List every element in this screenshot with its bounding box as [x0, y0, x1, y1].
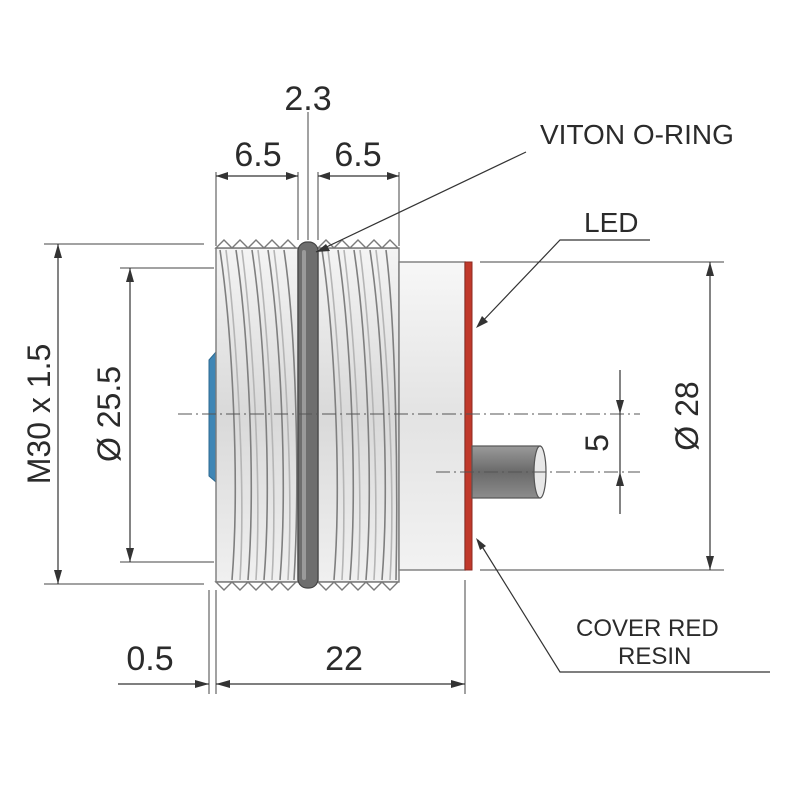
dim-overall-length: 22 — [325, 640, 363, 678]
label-viton-oring: VITON O-RING — [540, 119, 734, 150]
cable — [471, 445, 541, 499]
dim-oring-width: 2.3 — [284, 80, 331, 118]
thread-helix-left — [219, 249, 298, 581]
dim-cable-pitch: 5 — [579, 434, 615, 452]
viton-oring — [297, 241, 319, 589]
dim-thread-left: 6.5 — [234, 136, 281, 174]
callout-labels: VITON O-RING LED COVER RED RESIN — [540, 119, 734, 670]
label-led: LED — [584, 207, 638, 238]
dimension-lines — [54, 172, 714, 688]
thread-helix-right — [321, 249, 398, 581]
window-lens — [208, 350, 217, 484]
dimension-labels: 2.3 6.5 6.5 M30 x 1.5 Ø 25.5 Ø 28 5 0.5 … — [21, 80, 705, 678]
thread-crests-bottom — [214, 581, 400, 591]
center-lines — [178, 413, 640, 473]
dim-body-diameter: Ø 28 — [669, 381, 705, 450]
sensor-body — [208, 239, 547, 591]
extension-lines — [44, 112, 724, 694]
leader-lines — [315, 151, 770, 673]
dim-inner-diameter: Ø 25.5 — [91, 366, 127, 462]
dim-flange-offset: 0.5 — [126, 640, 173, 678]
housing-cylinder — [398, 261, 466, 571]
thread-right — [317, 247, 400, 583]
label-cover-line2: RESIN — [618, 643, 691, 670]
dim-thread-right: 6.5 — [334, 136, 381, 174]
dim-thread-spec: M30 x 1.5 — [21, 344, 57, 485]
oring-highlight — [302, 250, 306, 580]
label-cover-line1: COVER RED — [576, 615, 719, 642]
thread-crests-top — [214, 239, 400, 249]
red-resin-cover — [464, 261, 473, 571]
